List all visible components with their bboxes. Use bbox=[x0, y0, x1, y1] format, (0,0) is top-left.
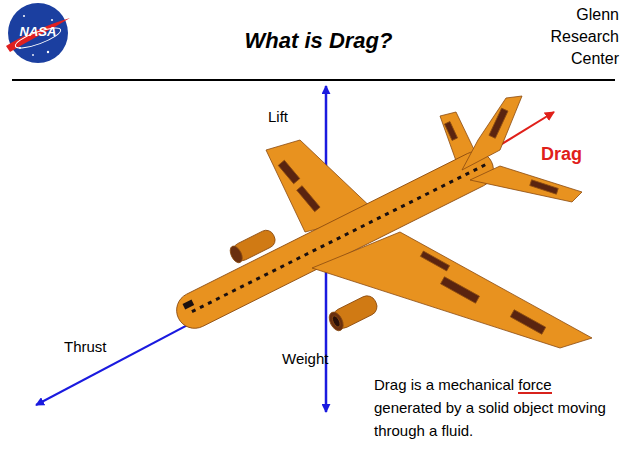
logo-wordmark: NASA bbox=[8, 24, 68, 39]
header-rule bbox=[12, 79, 615, 81]
force-label: Weight bbox=[282, 350, 352, 367]
weight-vector bbox=[325, 252, 328, 412]
force-label: Thrust bbox=[64, 338, 134, 355]
center-name: Glenn Research Center bbox=[535, 4, 619, 70]
force-label: Drag bbox=[541, 144, 611, 165]
force-label: Lift bbox=[268, 108, 328, 125]
airplane bbox=[170, 96, 592, 348]
caption-text: Drag is a mechanical force generated by … bbox=[374, 373, 614, 442]
link-underline bbox=[518, 392, 551, 394]
page-title: What is Drag? bbox=[110, 28, 527, 54]
nasa-logo bbox=[6, 3, 70, 63]
